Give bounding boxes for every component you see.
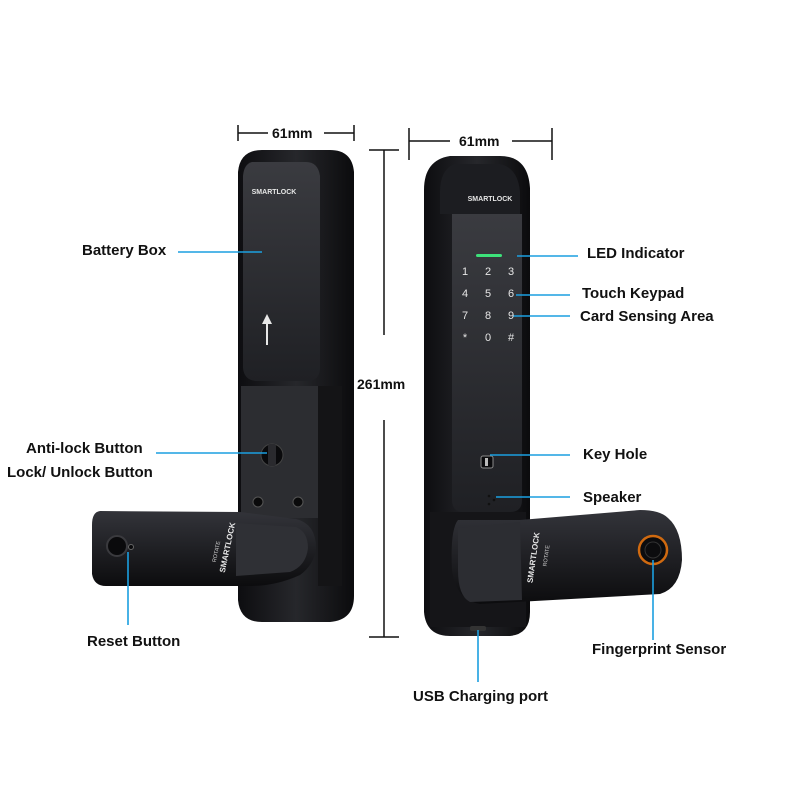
dimension-right-width-label: 61mm (459, 133, 500, 149)
keypad-key[interactable]: * (463, 332, 468, 344)
keypad-key[interactable]: 2 (485, 266, 491, 278)
keypad-key[interactable]: 5 (485, 288, 491, 300)
dimension-left-width (237, 125, 355, 141)
leader-lines (127, 251, 654, 682)
left-lock-view (92, 150, 354, 622)
anti-lock-button-label: Anti-lock Button (26, 440, 143, 457)
keypad-key[interactable]: 9 (508, 310, 514, 322)
speaker-label: Speaker (583, 489, 642, 506)
keypad-key[interactable]: # (508, 332, 515, 344)
keypad-key[interactable]: 1 (462, 266, 468, 278)
right-handle-rotate: ROTATE (543, 544, 552, 566)
lock-unlock-button-label: Lock/ Unlock Button (7, 464, 153, 481)
keypad-key[interactable]: 3 (508, 266, 514, 278)
card-sensing-area-label: Card Sensing Area (580, 308, 714, 325)
left-brand-text: SMARTLOCK (252, 189, 297, 196)
keypad-key[interactable]: 6 (508, 288, 514, 300)
touch-keypad: 1 2 3 4 5 6 7 8 9 * 0 # (462, 266, 515, 344)
fingerprint-sensor-label: Fingerprint Sensor (592, 641, 727, 658)
key-hole-label: Key Hole (583, 446, 648, 463)
keypad-key[interactable]: 8 (485, 310, 491, 322)
dimension-left-width-label: 61mm (272, 125, 313, 141)
led-indicator (476, 254, 502, 257)
touch-keypad-label: Touch Keypad (582, 285, 685, 302)
dimension-height-label: 261mm (357, 376, 406, 392)
usb-charging-port-label: USB Charging port (413, 688, 548, 705)
dimension-right-width (408, 128, 553, 160)
right-lock-view (424, 156, 682, 636)
dimension-height (369, 149, 399, 638)
keypad-key[interactable]: 0 (485, 332, 491, 344)
battery-box-label: Battery Box (82, 242, 167, 259)
keypad-key[interactable]: 7 (462, 310, 468, 322)
reset-button-label: Reset Button (87, 633, 181, 650)
right-brand-text: SMARTLOCK (468, 196, 513, 203)
led-indicator-label: LED Indicator (587, 245, 685, 262)
left-handle-rotate: ROTATE (212, 540, 222, 563)
keypad-key[interactable]: 4 (462, 288, 468, 300)
